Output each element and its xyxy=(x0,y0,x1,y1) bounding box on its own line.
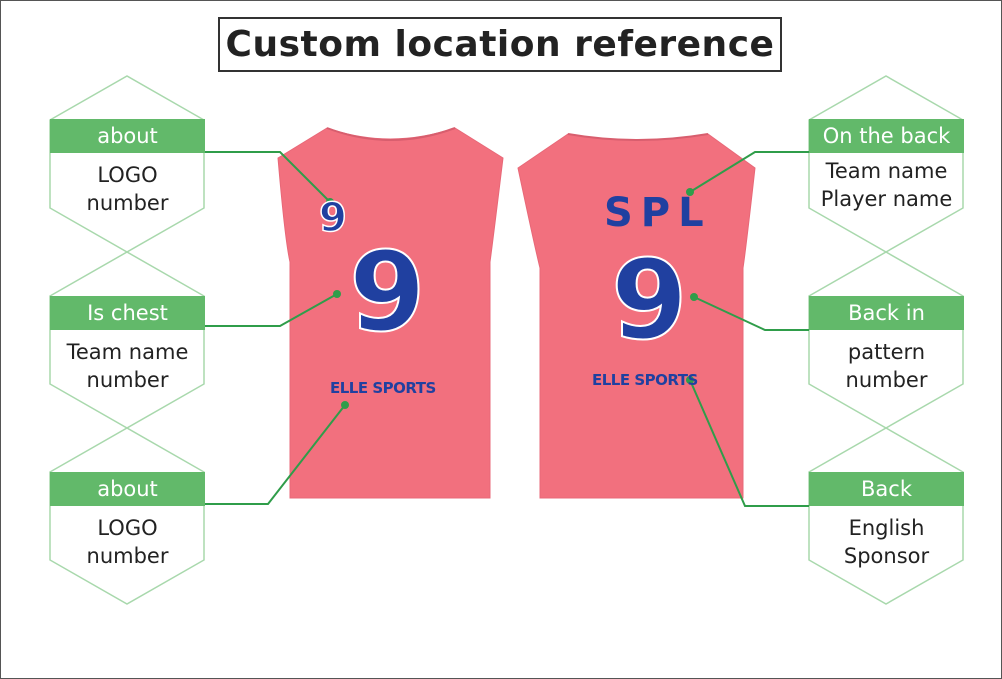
connector-dot-right-3 xyxy=(686,376,694,384)
connector-dot-left-1 xyxy=(326,198,334,206)
connector-dot-left-2 xyxy=(333,290,341,298)
callout-body: LOGO number xyxy=(50,508,205,576)
back-number: 9 xyxy=(610,236,689,364)
callout-line: pattern xyxy=(847,340,926,364)
callout-line: LOGO xyxy=(97,516,158,540)
callout-line: number xyxy=(845,368,928,392)
connector-line-left-3 xyxy=(204,404,346,505)
callout-header: Back in xyxy=(809,296,964,330)
connector-line-right-1 xyxy=(689,151,809,193)
front-jersey-neckline xyxy=(326,127,456,141)
callout-body: pattern number xyxy=(809,332,964,400)
callout-body: English Sponsor xyxy=(809,508,964,576)
callout-line: Team name xyxy=(825,159,948,183)
connector-dot-right-1 xyxy=(686,188,694,196)
callout-line: Team name xyxy=(66,340,189,364)
callout-body: LOGO number xyxy=(50,155,205,223)
back-jersey-neckline xyxy=(567,133,709,141)
callout-line: number xyxy=(86,544,169,568)
callout-header: Is chest xyxy=(50,296,205,330)
hexagon-outline-right-1 xyxy=(808,75,964,253)
connector-line-right-3 xyxy=(689,379,809,507)
front-sponsor: ELLE SPORTS xyxy=(330,379,436,397)
front-logo-number: 9 xyxy=(318,195,347,241)
callout-line: number xyxy=(86,368,169,392)
callout-line: English xyxy=(848,516,925,540)
hexagon-outline-left-2 xyxy=(49,251,205,429)
hexagon-outline-right-2 xyxy=(808,251,964,429)
front-chest-number: 9 xyxy=(348,228,427,356)
callout-line: Player name xyxy=(820,187,953,211)
callout-header: Back xyxy=(809,472,964,506)
hexagon-outline-left-3 xyxy=(49,427,205,605)
callout-body: Team name Player name xyxy=(809,155,964,215)
callout-line: LOGO xyxy=(97,163,158,187)
page-title: Custom location reference xyxy=(218,17,782,72)
callout-header: On the back xyxy=(809,119,964,153)
callout-header: about xyxy=(50,472,205,506)
front-jersey-shape xyxy=(277,127,504,499)
callout-body: Team name number xyxy=(50,332,205,400)
back-sponsor: ELLE SPORTS xyxy=(592,371,698,389)
connector-dot-left-3 xyxy=(341,401,349,409)
hexagon-outline-left-1 xyxy=(49,75,205,253)
hexagon-outline-right-3 xyxy=(808,427,964,605)
connector-line-right-2 xyxy=(693,296,809,331)
connector-line-left-2 xyxy=(204,293,338,327)
callout-header: about xyxy=(50,119,205,153)
connector-line-left-1 xyxy=(204,151,331,203)
back-team-name: SPL xyxy=(604,190,712,236)
callout-line: number xyxy=(86,191,169,215)
callout-line: Sponsor xyxy=(843,544,930,568)
connector-dot-right-2 xyxy=(690,293,698,301)
